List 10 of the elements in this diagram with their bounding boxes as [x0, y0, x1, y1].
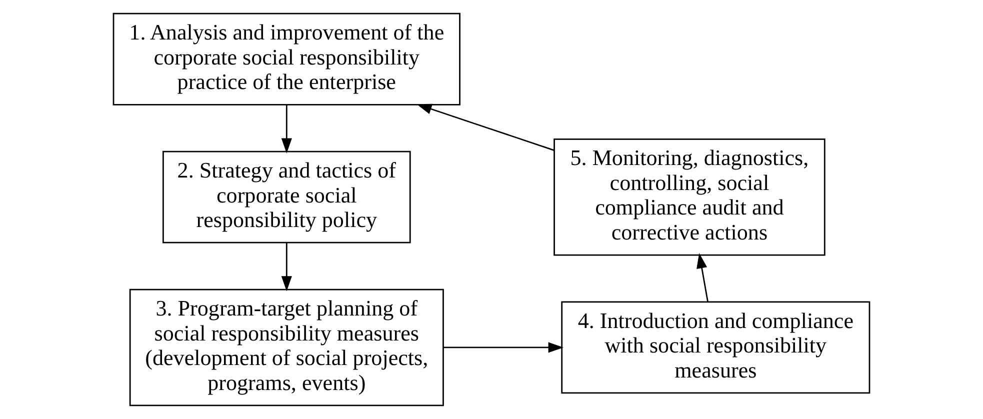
arrow [281, 242, 292, 292]
node-box: 5. Monitoring, diagnostics, controlling, social compliance audit and corrective actions [554, 138, 826, 256]
node-box: 2. Strategy and tactics of corporate social responsibility policy [162, 150, 411, 244]
node-box: 1. Analysis and improvement of the corporate social responsibility practice of the enterprise [112, 12, 460, 106]
node-box: 3. Program-target planning of social responsibility measures (development of social projects, programs, events) [129, 288, 444, 406]
arrow [416, 104, 554, 151]
arrow [281, 104, 292, 154]
arrow [443, 342, 564, 353]
arrow [696, 253, 708, 302]
node-box: 4. Introduction and compliance with social responsibility measures [561, 301, 870, 394]
